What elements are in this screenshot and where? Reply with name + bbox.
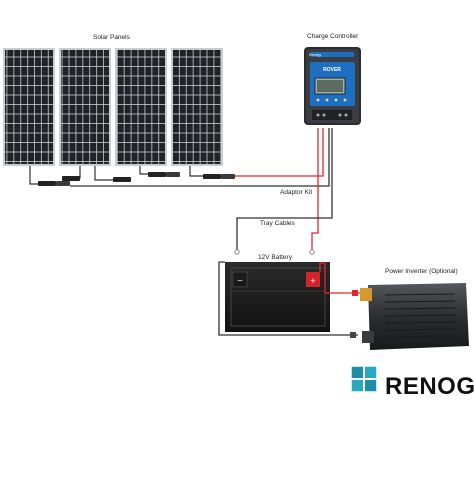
charge-controller: Renogy ROVER	[304, 47, 361, 125]
controller-brand: Renogy	[309, 53, 321, 57]
tray-cables	[236, 128, 333, 250]
solar-panel-1	[3, 48, 55, 166]
charge-controller-label: Charge Controller	[307, 33, 359, 40]
inverter-negative-lug	[350, 332, 356, 338]
adaptor-kit-label: Adaptor Kit	[280, 189, 313, 196]
solar-panel-3	[115, 48, 167, 166]
solar-panel-4	[171, 48, 223, 166]
solar-panel-2	[59, 48, 111, 166]
battery-positive-symbol: +	[310, 276, 315, 286]
controller-model: ROVER	[323, 67, 341, 73]
power-inverter	[360, 283, 469, 350]
solar-panels-label: Solar Panels	[93, 34, 130, 41]
battery-label: 12V Battery	[258, 254, 292, 261]
mc4-connector-bodies	[38, 172, 235, 186]
tray-cables-label: Tray Cables	[260, 220, 295, 227]
inverter-label: Power Inverter (Optional)	[385, 268, 458, 275]
inverter-wiring	[218, 261, 360, 336]
battery: − +	[225, 262, 330, 332]
adaptor-kit-wires	[70, 128, 330, 187]
battery-negative-symbol: −	[237, 276, 243, 287]
renogy-logo-mark	[350, 365, 378, 393]
renogy-logo-text: RENOGY	[385, 373, 474, 400]
inverter-positive-lug	[352, 290, 358, 296]
